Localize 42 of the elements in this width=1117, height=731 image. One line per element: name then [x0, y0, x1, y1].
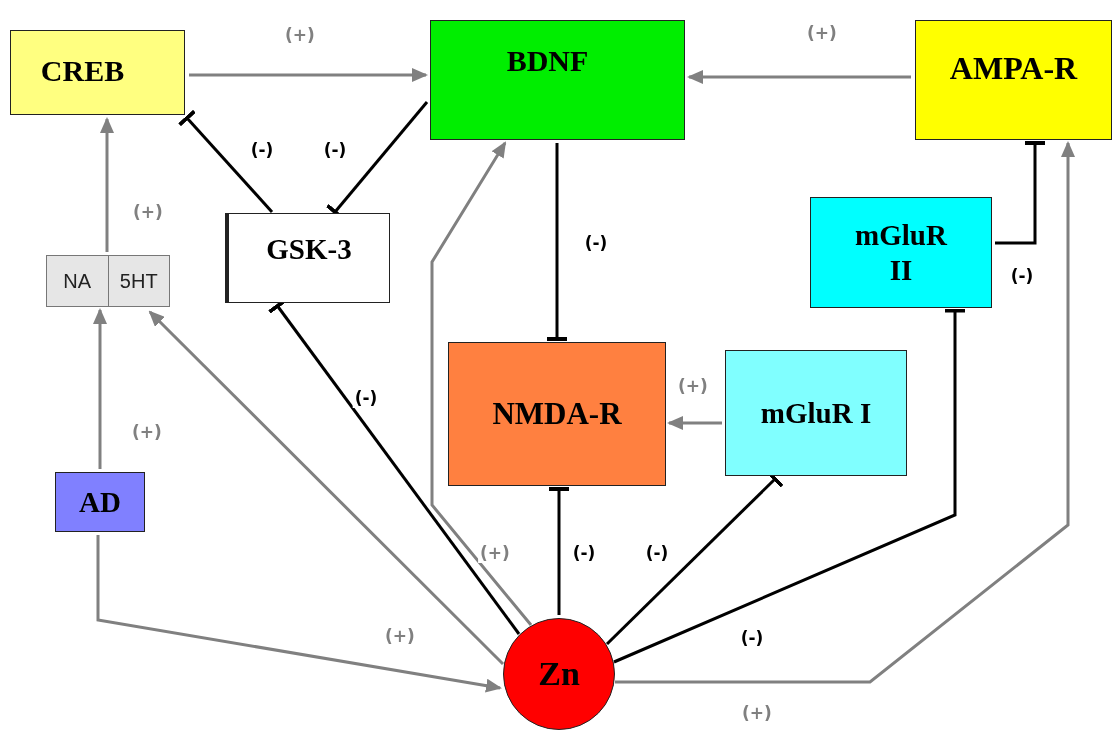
node-label: CREB — [40, 53, 125, 89]
arrow — [148, 310, 505, 666]
edge-label: (+) — [805, 23, 839, 43]
process-box — [430, 20, 685, 140]
arrow — [667, 416, 722, 430]
arrow — [687, 70, 911, 84]
process-box — [448, 342, 666, 486]
edge-label: (+) — [740, 703, 774, 723]
inhibition-connector — [613, 308, 965, 664]
process-box — [810, 197, 992, 308]
inhibition-connector — [995, 141, 1045, 245]
process-box — [225, 213, 390, 303]
edge-label: (+) — [130, 422, 164, 442]
node-label: NMDA-R — [492, 395, 622, 433]
edge-label: (+) — [131, 202, 165, 222]
split-box — [46, 255, 170, 307]
node-label: BDNF — [506, 43, 589, 79]
process-box — [55, 472, 145, 532]
edge-label: (+) — [478, 543, 512, 563]
arrow — [100, 117, 114, 252]
arrow — [96, 535, 502, 693]
process-box — [725, 350, 907, 476]
node-label: 5HT — [107, 256, 169, 306]
node-label: mGluR II — [854, 217, 949, 288]
node-label: AD — [79, 484, 121, 520]
arrow — [93, 308, 107, 469]
inhibition-connector — [549, 487, 569, 615]
arrow — [615, 141, 1075, 684]
edge-label: (+) — [283, 25, 317, 45]
process-box — [10, 30, 185, 115]
arrow — [430, 141, 533, 626]
node-label: GSK-3 — [266, 232, 352, 267]
inhibition-connector — [178, 109, 274, 213]
node-label: Zn — [538, 653, 580, 694]
node-label: NA — [62, 268, 93, 294]
node-label: AMPA-R — [949, 49, 1078, 88]
edge-label: (+) — [676, 376, 710, 396]
inhibition-connector — [547, 143, 567, 341]
arrow — [189, 68, 428, 82]
process-box — [915, 20, 1112, 140]
node-label: mGluR I — [760, 395, 872, 431]
edge-label: (+) — [383, 626, 417, 646]
